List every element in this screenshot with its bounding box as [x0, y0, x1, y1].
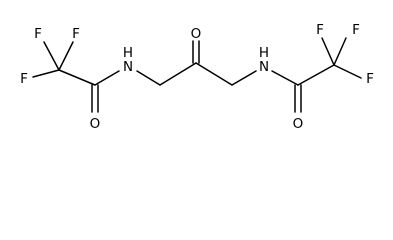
atom-f2: F — [72, 26, 80, 42]
bond-c1-c2 — [58, 69, 96, 86]
atom-n2: N — [259, 59, 269, 75]
atom-o3: O — [293, 116, 304, 132]
bond-c7-f4 — [321, 37, 335, 66]
atom-n1: N — [123, 59, 133, 75]
molecule-drawing: F F F O N H O N H F F F O — [20, 22, 374, 132]
atom-f1: F — [34, 26, 42, 42]
atom-h2: H — [259, 45, 269, 61]
atom-f5: F — [352, 22, 360, 38]
bond-c7-f6 — [333, 64, 362, 79]
bond-n1-c3 — [136, 70, 161, 86]
bond-c5-n2 — [231, 70, 257, 86]
bond-c3-c4 — [159, 62, 197, 86]
bonds — [32, 37, 362, 113]
atom-o2: O — [191, 26, 202, 42]
bond-c1-f3 — [32, 69, 60, 78]
atom-labels: F F F O N H O N H F F F O — [20, 22, 374, 132]
bond-c2-n1 — [94, 70, 120, 86]
bond-c4-c5 — [195, 62, 233, 86]
atom-f4: F — [316, 22, 324, 38]
structure-canvas: F F F O N H O N H F F F O — [20, 22, 374, 132]
atom-o1: O — [90, 116, 101, 132]
bond-c1-f2 — [58, 41, 74, 71]
atom-h1: H — [123, 45, 133, 61]
bond-c1-f1 — [43, 41, 60, 71]
bond-c6-c7 — [297, 64, 335, 86]
bond-c7-f5 — [333, 37, 347, 66]
atom-f3: F — [20, 71, 28, 87]
atom-f6: F — [366, 71, 374, 87]
bond-n2-c6 — [271, 70, 299, 86]
